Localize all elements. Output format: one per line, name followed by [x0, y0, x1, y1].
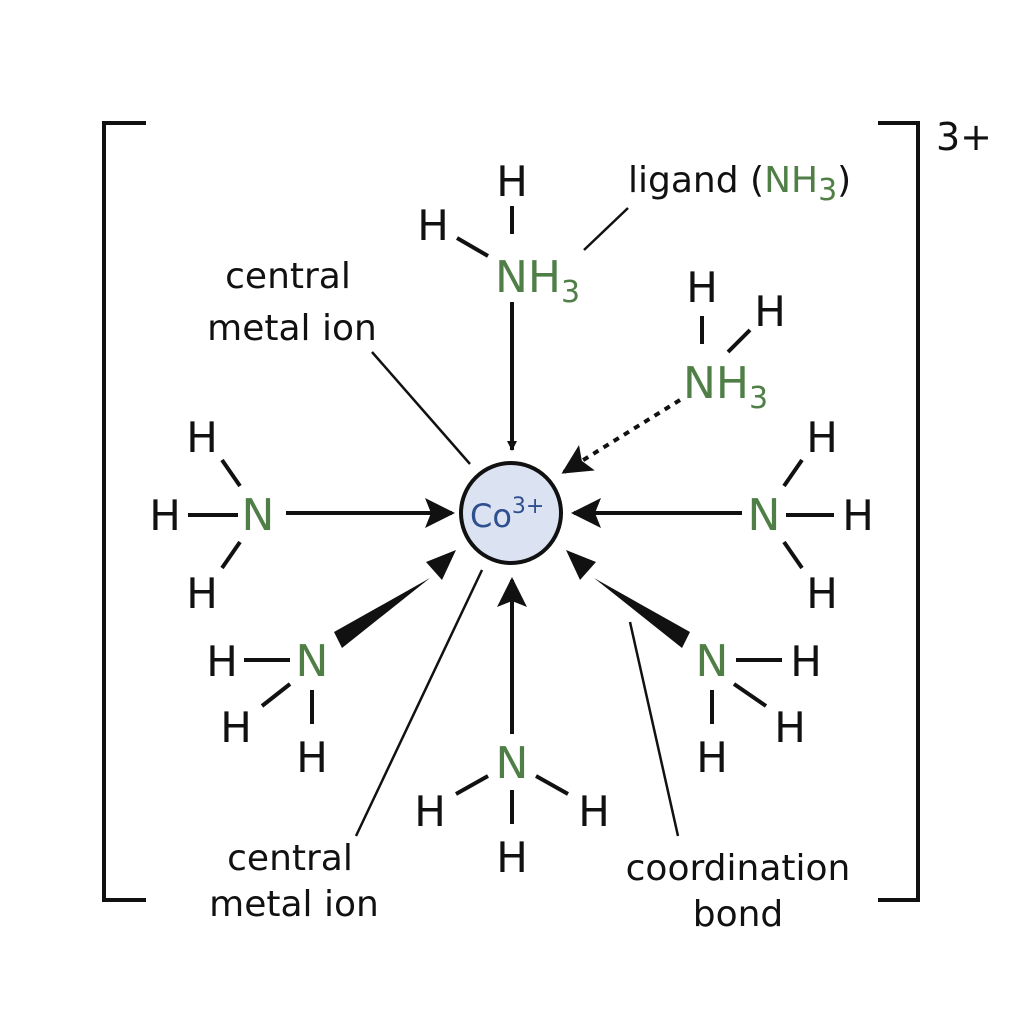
coordination-bond-dashed	[561, 398, 682, 474]
n-atom: N	[242, 490, 275, 541]
nh-bond	[726, 328, 752, 354]
central-metal-ion: Co3+	[459, 461, 563, 565]
h-atom: H	[149, 491, 181, 540]
ligand-left: H H N H	[149, 413, 274, 618]
h-atom: H	[296, 733, 328, 782]
left-bracket	[102, 121, 146, 902]
nh-bond	[782, 540, 804, 570]
nh-bond	[220, 540, 242, 570]
h-atom: H	[206, 637, 238, 686]
n-atom: N	[296, 636, 329, 687]
h-atom: H	[774, 703, 806, 752]
nh-bond	[260, 682, 292, 708]
leader-line-central-bottom	[354, 569, 484, 837]
leader-line-central-top	[371, 351, 471, 465]
h-atom: H	[186, 569, 218, 618]
nh3-group: NH3	[683, 358, 768, 416]
ligand-bottom: N H H H	[414, 738, 610, 882]
label-coordination-bond: coordination bond	[626, 621, 851, 935]
h-atom: H	[686, 263, 718, 312]
right-bracket	[878, 121, 920, 902]
h-atom: H	[806, 413, 838, 462]
central-label-top-line1: central	[225, 256, 351, 297]
central-label-bottom-line1: central	[227, 838, 353, 879]
metal-circle	[459, 461, 563, 565]
n-atom: N	[748, 490, 781, 541]
coordination-label-line1: coordination	[626, 848, 851, 889]
nh-bond	[782, 458, 804, 488]
h-atom: H	[790, 637, 822, 686]
wedge-bond-lower-left	[334, 578, 430, 648]
nh-bond	[535, 774, 569, 796]
h-atom: H	[496, 833, 528, 882]
h-atom: H	[842, 491, 874, 540]
label-central-top: central metal ion	[207, 256, 471, 465]
central-label-bottom-line2: metal ion	[209, 884, 379, 925]
nh-bond	[220, 458, 242, 488]
h-atom: H	[806, 569, 838, 618]
ligand-label: ligand (NH3)	[628, 160, 851, 208]
nh-bond	[455, 774, 489, 796]
n-atom: N	[696, 636, 729, 687]
metal-symbol: Co3+	[470, 494, 544, 535]
h-atom: H	[417, 201, 449, 250]
wedge-bond-lower-right	[594, 578, 690, 648]
nh3-group: NH3	[495, 252, 580, 310]
ligand-upper-right: H H NH3	[683, 263, 786, 416]
h-atom: H	[496, 157, 528, 206]
ligand-lower-left: H N H H	[206, 636, 328, 782]
ligand-lower-right: N H H H	[696, 636, 822, 782]
nh-bond	[455, 236, 490, 258]
arrowhead-lower-left	[426, 550, 456, 580]
ligand-right: H N H H	[748, 413, 874, 618]
label-ligand: ligand (NH3)	[583, 160, 851, 251]
nh-bond	[732, 682, 768, 708]
n-atom: N	[496, 738, 529, 789]
h-atom: H	[696, 733, 728, 782]
h-atom: H	[754, 287, 786, 336]
h-atom: H	[578, 787, 610, 836]
coordination-label-line2: bond	[693, 894, 784, 935]
complex-charge: 3+	[936, 115, 992, 159]
h-atom: H	[414, 787, 446, 836]
leader-line-ligand	[583, 207, 629, 251]
ligand-top: H H NH3	[417, 157, 580, 310]
arrowhead-lower-right	[566, 550, 596, 580]
central-label-top-line2: metal ion	[207, 308, 377, 349]
h-atom: H	[186, 413, 218, 462]
label-central-bottom: central metal ion	[209, 569, 484, 925]
leader-line-coordination	[628, 621, 680, 837]
h-atom: H	[220, 703, 252, 752]
